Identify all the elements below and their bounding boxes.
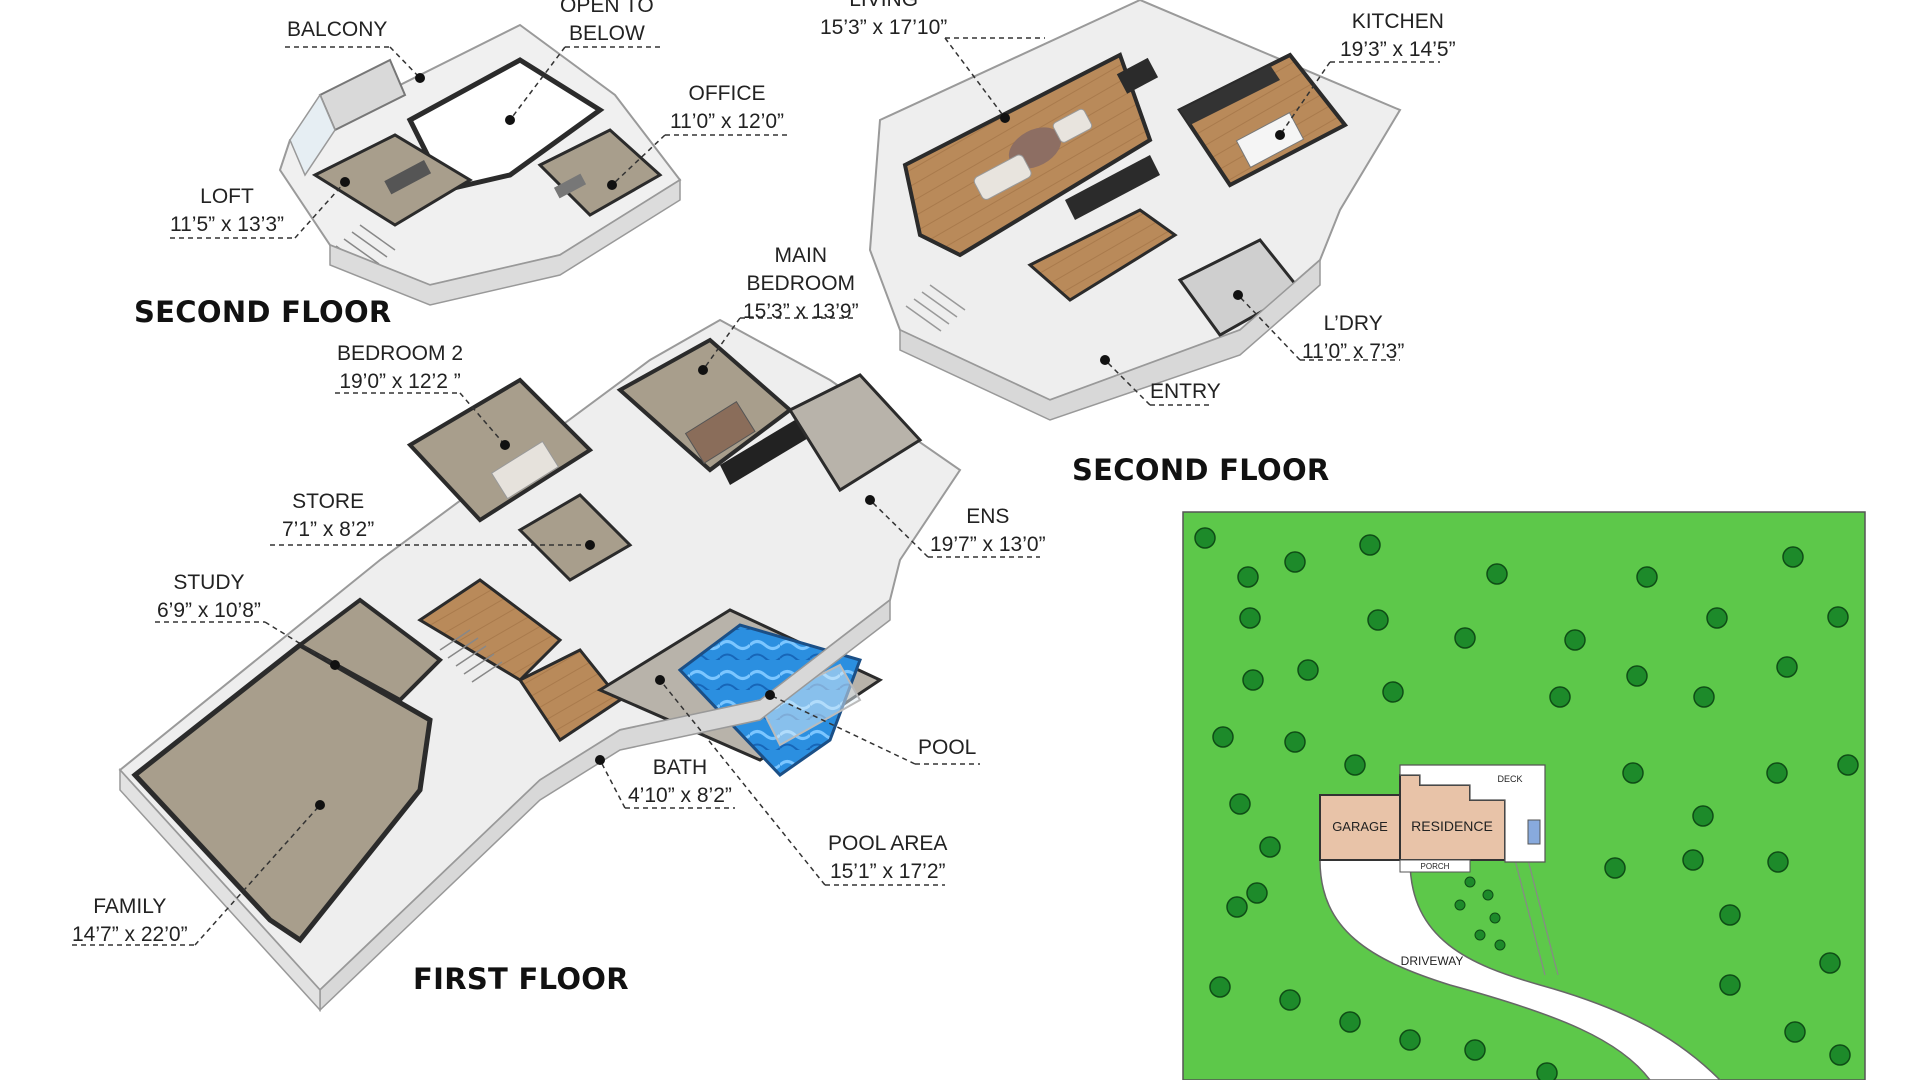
site-residence-label: RESIDENCE — [1411, 818, 1493, 834]
site-plan — [1182, 511, 1866, 1080]
room-name: BALCONY — [287, 18, 388, 41]
room-label-ens: ENS 19’7” x 13’0” — [930, 503, 1046, 559]
room-name: OPEN TO — [560, 0, 654, 17]
room-label-main-bedroom: MAIN BEDROOM 15’3” x 13’9” — [743, 242, 859, 326]
room-label-pool-area: POOL AREA 15’1” x 17’2” — [828, 830, 947, 886]
site-porch-label: PORCH — [1421, 862, 1450, 871]
room-name: BEDROOM 2 — [337, 342, 464, 365]
room-name: POOL — [918, 736, 977, 759]
floor-title-second-left: SECOND FLOOR — [134, 295, 392, 329]
room-dimensions: 4’10” x 8’2” — [628, 784, 732, 807]
floor-title-second-right: SECOND FLOOR — [1072, 453, 1330, 487]
room-label-laundry: L’DRY 11’0” x 7’3” — [1302, 310, 1404, 366]
room-markers — [315, 73, 1285, 810]
room-dimensions: 15’3” x 17’10” — [820, 16, 948, 39]
room-name-line2: BEDROOM — [746, 272, 856, 295]
second-floor-left-plan — [278, 23, 682, 306]
room-name: KITCHEN — [1351, 10, 1444, 33]
site-deck-label: DECK — [1497, 774, 1522, 784]
site-driveway-label: DRIVEWAY — [1401, 954, 1464, 968]
leader-lines — [72, 37, 1440, 946]
room-name: ENTRY — [1150, 380, 1221, 403]
room-label-bath: BATH 4’10” x 8’2” — [628, 754, 732, 810]
room-label-open-to-below: OPEN TO BELOW — [560, 0, 654, 48]
room-name: STUDY — [173, 571, 245, 594]
room-label-pool: POOL — [918, 734, 976, 762]
room-label-living: LIVING 15’3” x 17’10” — [820, 0, 947, 42]
room-label-family: FAMILY 14’7” x 22’0” — [72, 893, 188, 949]
room-name: MAIN — [774, 244, 828, 267]
room-dimensions: 19’0” x 12’2 ” — [339, 370, 461, 393]
room-label-balcony: BALCONY — [287, 16, 387, 44]
room-name: L’DRY — [1323, 312, 1383, 335]
room-label-office: OFFICE 11’0” x 12’0” — [670, 80, 784, 136]
room-label-bedroom2: BEDROOM 2 19’0” x 12’2 ” — [337, 340, 463, 396]
room-name-line2: BELOW — [568, 22, 645, 45]
room-dimensions: 14’7” x 22’0” — [72, 923, 188, 946]
room-name: BATH — [652, 756, 708, 779]
room-name: ENS — [966, 505, 1010, 528]
room-label-kitchen: KITCHEN 19’3” x 14’5” — [1340, 8, 1456, 64]
room-label-loft: LOFT 11’5” x 13’3” — [170, 183, 284, 239]
second-floor-right-plan — [868, 0, 1402, 421]
room-dimensions: 11’5” x 13’3” — [170, 213, 285, 236]
room-dimensions: 7’1” x 8’2” — [282, 518, 375, 541]
room-dimensions: 19’3” x 14’5” — [1340, 38, 1456, 61]
room-label-study: STUDY 6’9” x 10’8” — [157, 569, 261, 625]
room-name: FAMILY — [93, 895, 167, 918]
room-name: LIVING — [820, 0, 947, 14]
room-dimensions: 11’0” x 12’0” — [670, 110, 785, 133]
room-label-entry: ENTRY — [1150, 378, 1221, 406]
room-name: POOL AREA — [828, 832, 948, 855]
room-name: STORE — [292, 490, 365, 513]
room-dimensions: 19’7” x 13’0” — [930, 533, 1046, 556]
room-label-store: STORE 7’1” x 8’2” — [282, 488, 374, 544]
room-dimensions: 15’3” x 13’9” — [743, 300, 859, 323]
first-floor-plan — [118, 318, 962, 1012]
room-dimensions: 11’0” x 7’3” — [1302, 340, 1405, 363]
floor-title-first: FIRST FLOOR — [413, 962, 629, 996]
room-dimensions: 15’1” x 17’2” — [829, 860, 946, 883]
site-garage-label: GARAGE — [1332, 819, 1388, 834]
room-name: LOFT — [200, 185, 254, 208]
room-dimensions: 6’9” x 10’8” — [157, 599, 261, 622]
room-name: OFFICE — [688, 82, 766, 105]
